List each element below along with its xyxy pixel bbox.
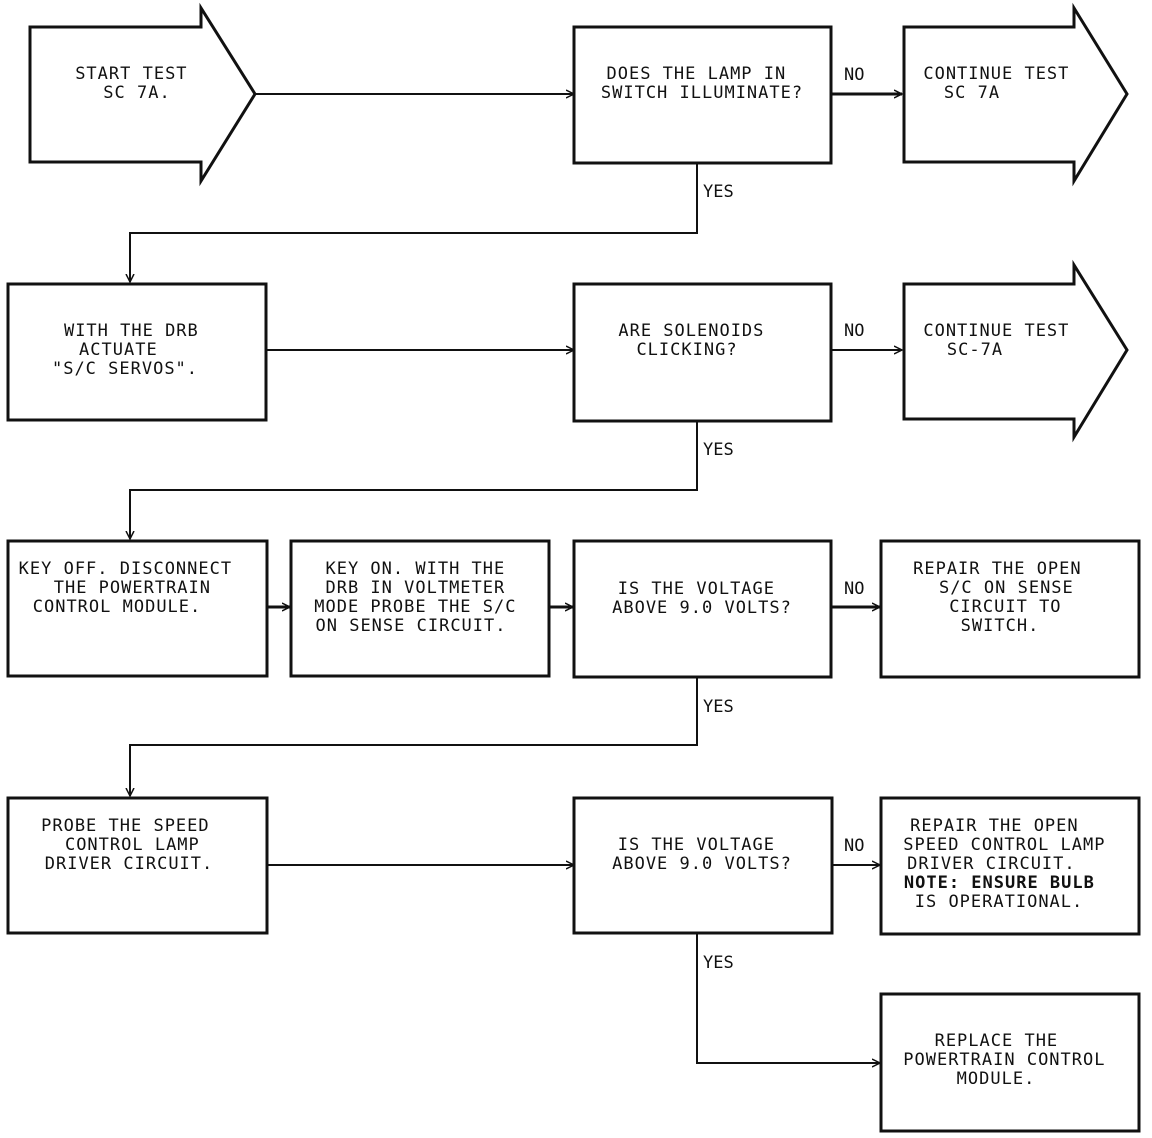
start-arrow-shape	[28, 2, 257, 187]
connectors	[130, 94, 902, 1063]
label-yes: YES	[703, 953, 734, 973]
replace-module-box	[879, 992, 1141, 1133]
repair-lamp-driver-text: REPAIR THE OPEN SPEED CONTROL LAMP DRIVE…	[903, 816, 1116, 912]
voltage-question-text-2: IS THE VOLTAGE ABOVE 9.0 VOLTS?	[612, 835, 792, 874]
key-off-text: KEY OFF. DISCONNECT THE POWERTRAIN CONTR…	[19, 559, 244, 617]
label-no: NO	[844, 836, 864, 856]
edge-labels: NO YES NO YES NO YES NO YES	[703, 65, 864, 973]
lamp-question-text: DOES THE LAMP IN SWITCH ILLUMINATE?	[601, 64, 803, 103]
actuate-servos-box	[6, 282, 268, 422]
label-no: NO	[844, 65, 864, 85]
lamp-question-box	[572, 25, 833, 165]
label-no: NO	[844, 579, 864, 599]
solenoid-question-box	[572, 282, 833, 423]
continue-test-text-2: CONTINUE TEST SC-7A	[923, 321, 1080, 360]
voltage-question-box-2	[572, 796, 834, 935]
key-on-text: KEY ON. WITH THE DRB IN VOLTMETER MODE P…	[314, 559, 527, 636]
edge-voltage2-yes	[696, 933, 880, 1063]
continue-test-arrow-1	[902, 2, 1129, 187]
label-yes: YES	[703, 440, 734, 460]
edge-solenoid-yes	[130, 421, 698, 539]
continue-test-arrow-2	[902, 259, 1129, 443]
repair-sense-circuit-text: REPAIR THE OPEN S/C ON SENSE CIRCUIT TO …	[913, 559, 1093, 636]
continue-test-text-1: CONTINUE TEST SC 7A	[923, 64, 1080, 103]
solenoid-question-text: ARE SOLENOIDS CLICKING?	[618, 321, 775, 360]
edge-lamp-yes	[130, 163, 698, 282]
voltage-question-box-1	[572, 539, 833, 679]
repair-sense-circuit-box	[879, 539, 1141, 679]
voltage-question-text-1: IS THE VOLTAGE ABOVE 9.0 VOLTS?	[612, 579, 792, 618]
probe-driver-text: PROBE THE SPEED CONTROL LAMP DRIVER CIRC…	[41, 816, 221, 874]
probe-driver-box	[6, 796, 269, 935]
bulb-note: NOTE: ENSURE BULB	[904, 873, 1095, 893]
edge-voltage1-yes	[130, 677, 698, 796]
key-off-box	[6, 539, 269, 678]
repair-lamp-driver-box	[879, 796, 1141, 936]
actuate-servos-text: WITH THE DRB ACTUATE "S/C SERVOS".	[52, 321, 210, 379]
label-yes: YES	[703, 182, 734, 202]
key-on-box	[289, 539, 551, 678]
replace-module-text: REPLACE THE POWERTRAIN CONTROL MODULE.	[903, 1031, 1116, 1089]
label-no: NO	[844, 321, 864, 341]
start-node-text: START TEST SC 7A.	[75, 64, 199, 103]
label-yes: YES	[703, 697, 734, 717]
